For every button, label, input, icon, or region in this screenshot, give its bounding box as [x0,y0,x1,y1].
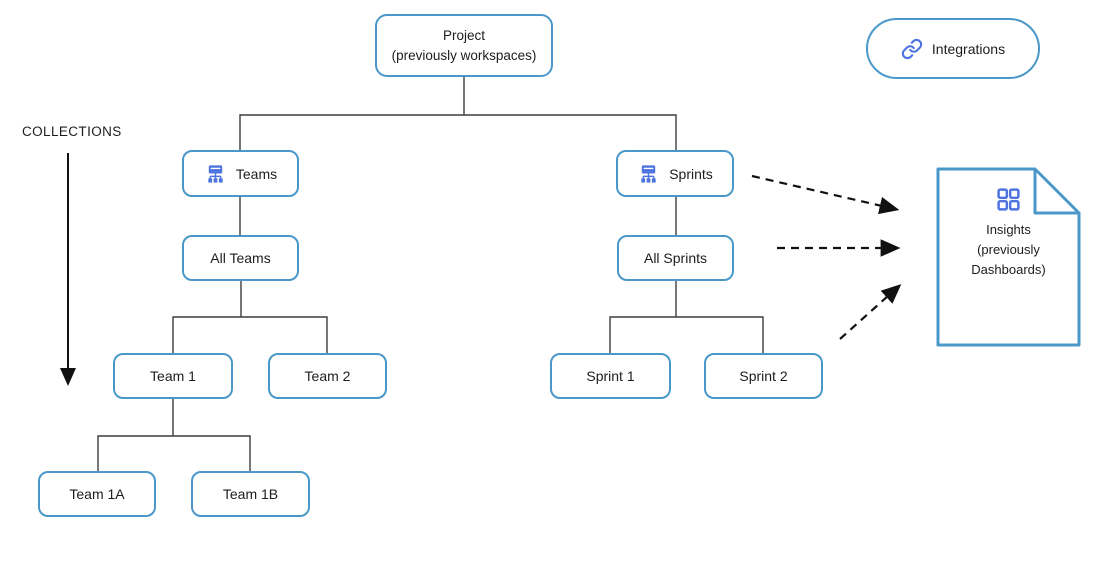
team-1b-label: Team 1B [222,486,279,502]
sprint-1-label: Sprint 1 [586,368,635,384]
org-chart-icon [208,165,223,183]
insights-title: Insights [986,222,1031,237]
insights-subtitle-1: (previously [977,242,1040,257]
project-title: Project [442,27,485,43]
node-team-1a: Team 1A [38,471,156,517]
sprints-label: Sprints [669,165,713,182]
org-chart-icon [641,165,656,183]
node-integrations: Integrations [866,18,1040,79]
node-teams: Teams [182,150,299,197]
team-1-label: Team 1 [150,368,196,384]
node-sprint-2: Sprint 2 [704,353,823,399]
node-team-1: Team 1 [113,353,233,399]
link-icon [901,38,923,59]
team-2-label: Team 2 [304,368,351,384]
node-all-sprints: All Sprints [617,235,734,281]
node-all-teams: All Teams [182,235,299,281]
node-insights: Insights (previously Dashboards) [938,186,1079,280]
dashed-arrow-sprints-to-insights [751,174,900,215]
integrations-label: Integrations [931,40,1006,57]
dashed-arrow-sprint2-to-insights [839,284,902,340]
node-team-1b: Team 1B [191,471,310,517]
sprint-2-label: Sprint 2 [739,368,788,384]
connector-all-sprints-to-sprint1-sprint2 [609,281,764,353]
teams-label: Teams [235,165,278,182]
insights-subtitle-2: Dashboards) [971,262,1046,277]
collections-label: COLLECTIONS [22,124,122,139]
project-subtitle: (previously workspaces) [391,47,537,63]
connector-project-to-teams-sprints [239,77,677,150]
node-sprint-1: Sprint 1 [550,353,671,399]
connector-team1-to-team1a-team1b [97,399,251,471]
node-team-2: Team 2 [268,353,387,399]
all-teams-label: All Teams [210,250,271,266]
all-sprints-label: All Sprints [643,250,708,266]
team-1a-label: Team 1A [69,486,125,502]
node-project: Project (previously workspaces) [375,14,553,77]
grid-icon [997,188,1020,211]
node-sprints: Sprints [616,150,734,197]
connector-all-teams-to-team1-team2 [172,281,328,353]
